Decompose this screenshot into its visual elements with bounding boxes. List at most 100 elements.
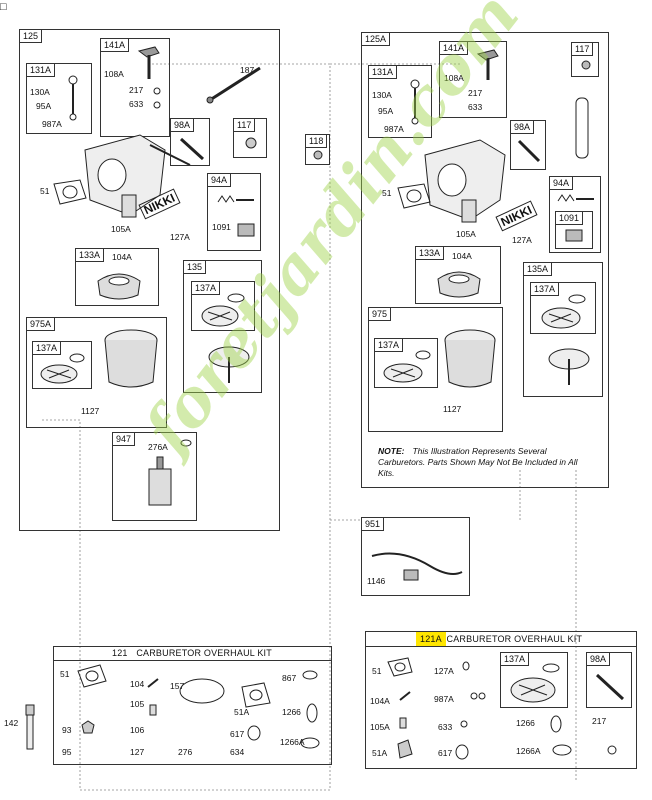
kit121a-1266a: 1266A bbox=[516, 746, 541, 756]
mixture-screw-r-icon bbox=[410, 79, 420, 125]
box-141a-tag: 141A bbox=[100, 38, 130, 52]
box-117-r: 117 bbox=[571, 42, 599, 77]
kit-idle-screw-icon bbox=[595, 673, 625, 701]
box-118-tag: 118 bbox=[305, 134, 328, 148]
kit121a-105a: 105A bbox=[370, 722, 390, 732]
carburetor-body-icon bbox=[84, 134, 191, 218]
box-117-r-tag: 117 bbox=[571, 42, 594, 56]
bowl-gasket-icon-2 bbox=[40, 353, 85, 384]
box-133a-tag: 133A bbox=[75, 248, 105, 262]
carburetor-body-r-icon bbox=[424, 139, 506, 223]
box-135a-r-tag: 135A bbox=[523, 262, 553, 276]
spring-r-icon bbox=[557, 194, 594, 202]
kit121a-104a: 104A bbox=[370, 696, 390, 706]
fuel-line-icon bbox=[371, 552, 463, 581]
box-137a-l-r: 137A bbox=[374, 338, 438, 388]
part-104a-label: 104A bbox=[112, 252, 132, 262]
part-130a-r-label: 130A bbox=[372, 90, 392, 100]
kit121a-box-137a: 137A bbox=[500, 652, 568, 708]
box-133a-r-tag: 133A bbox=[415, 246, 445, 260]
kit121-106: 106 bbox=[130, 725, 145, 735]
float-bowl-r-icon bbox=[444, 329, 496, 388]
gasket-51-r-icon bbox=[397, 183, 431, 209]
part-633-r-label: 633 bbox=[468, 102, 483, 112]
kit121a-987a: 987A bbox=[434, 694, 454, 704]
box-137a-right-tag: 137A bbox=[191, 281, 221, 295]
box-137a-l-r-tag: 137A bbox=[374, 338, 404, 352]
assembly-125-tag: 125 bbox=[19, 29, 43, 43]
kit121-1266a: 1266A bbox=[280, 737, 305, 747]
box-131a-r: 131A 130A 95A 987A bbox=[368, 65, 432, 138]
part-217-label: 217 bbox=[129, 85, 144, 95]
part-130a-label: 130A bbox=[30, 87, 50, 97]
kit-121-title: CARBURETOR OVERHAUL KIT bbox=[136, 648, 272, 658]
kit-121-title-row: 121 CARBURETOR OVERHAUL KIT bbox=[112, 648, 272, 658]
part-108a-r-label: 108A bbox=[444, 73, 464, 83]
box-98a-r-tag: 98A bbox=[510, 120, 535, 134]
box-141a: 141A 108A 217 633 bbox=[100, 38, 170, 137]
bowl-gasket-r-icon bbox=[541, 294, 586, 329]
kit121a-633: 633 bbox=[438, 722, 453, 732]
box-951-tag: 951 bbox=[361, 517, 385, 531]
mixture-screw-icon bbox=[68, 75, 78, 121]
kit121-51a: 51A bbox=[234, 707, 250, 717]
box-975a-tag: 975A bbox=[26, 317, 56, 331]
float-r-icon bbox=[437, 271, 481, 298]
kit121a-box-137a-tag: 137A bbox=[500, 652, 530, 666]
box-975a: 975A 137A 1127 bbox=[26, 317, 167, 428]
box-98a: 98A bbox=[170, 118, 210, 166]
box-137a-left-tag: 137A bbox=[32, 341, 62, 355]
kit-121a-panel: 121A CARBURETOR OVERHAUL KIT 51 104A 105… bbox=[365, 631, 637, 769]
assembly-125a-panel: 125A bbox=[361, 32, 609, 488]
kit121-93: 93 bbox=[62, 725, 72, 735]
part-1091-label: 1091 bbox=[212, 222, 231, 232]
solenoid-icon bbox=[148, 439, 192, 506]
kit121-127: 127 bbox=[130, 747, 145, 757]
kit-121-number: 121 bbox=[112, 648, 128, 658]
kit121-51: 51 bbox=[60, 669, 70, 679]
bowl-gasket-icon bbox=[201, 293, 245, 327]
screw-118-icon bbox=[313, 150, 323, 160]
box-117-tag: 117 bbox=[233, 118, 256, 132]
kit-121a-title: CARBURETOR OVERHAUL KIT bbox=[446, 634, 583, 644]
part-187-label: 187 bbox=[240, 65, 255, 75]
box-94a: 94A 1091 bbox=[207, 173, 261, 251]
idle-screw-r-icon bbox=[517, 139, 541, 163]
kit121a-617: 617 bbox=[438, 748, 453, 758]
box-135a-r: 135A 137A bbox=[523, 262, 603, 397]
kit-bowl-gasket-icon bbox=[510, 663, 560, 703]
bowl-gasket-l-r-icon bbox=[383, 350, 431, 383]
seat-1091-icon bbox=[565, 229, 583, 242]
box-141a-r: 141A 108A 217 633 bbox=[439, 41, 507, 118]
box-133a: 133A 104A bbox=[75, 248, 159, 306]
note-label: NOTE: bbox=[378, 446, 405, 456]
choke-shaft-icon bbox=[137, 46, 161, 109]
linkage-rod-icon bbox=[206, 66, 261, 104]
bowl-plate-icon bbox=[208, 346, 250, 383]
part-95a-r-label: 95A bbox=[378, 106, 394, 116]
part-142-label: 142 bbox=[4, 718, 19, 728]
kit-121a-number: 121A bbox=[416, 632, 446, 646]
box-137a-r-r-tag: 137A bbox=[530, 282, 560, 296]
box-135-tag: 135 bbox=[183, 260, 207, 274]
box-137a-right: 137A bbox=[191, 281, 255, 331]
kit121a-217: 217 bbox=[592, 716, 607, 726]
box-947-tag: 947 bbox=[112, 432, 136, 446]
assembly-125-panel: 125 bbox=[19, 29, 280, 531]
box-131a-r-tag: 131A bbox=[368, 65, 398, 79]
part-1127-r-label: 1127 bbox=[443, 404, 462, 414]
part-104a-r-label: 104A bbox=[452, 251, 472, 261]
kit121-157: 157 bbox=[170, 681, 185, 691]
box-98a-r: 98A bbox=[510, 120, 546, 170]
box-951: 951 1146 bbox=[361, 517, 470, 596]
note-block: NOTE:This Illustration Represents Severa… bbox=[378, 446, 588, 479]
note-text: This Illustration Represents Several Car… bbox=[378, 446, 578, 478]
part-1127-label: 1127 bbox=[81, 406, 100, 416]
kit121a-51a: 51A bbox=[372, 748, 388, 758]
box-94a-r-tag: 94A bbox=[549, 176, 574, 190]
kit121-617: 617 bbox=[230, 729, 245, 739]
kit121a-box-98a-tag: 98A bbox=[586, 652, 611, 666]
gasket-51-icon bbox=[53, 179, 87, 205]
